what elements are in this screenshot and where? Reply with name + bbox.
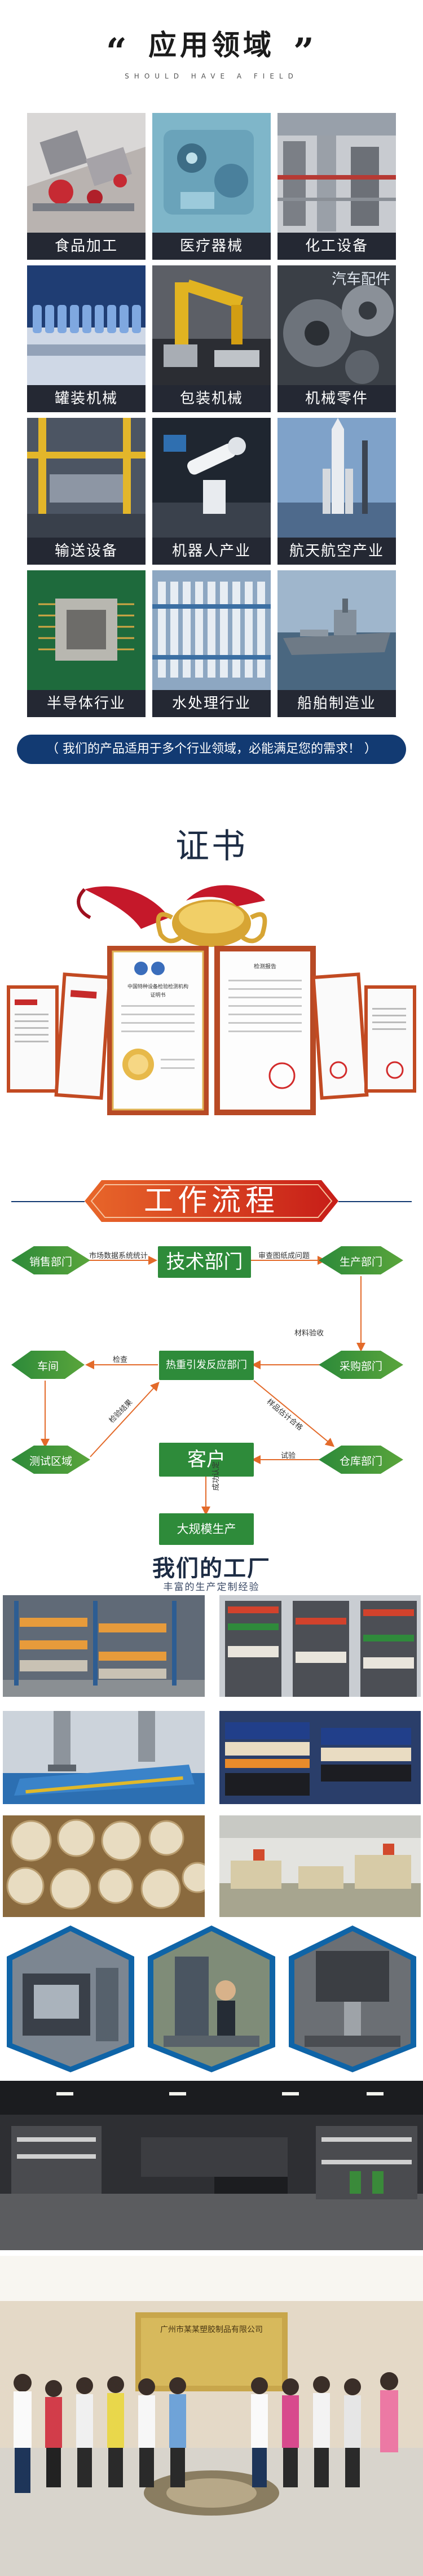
tile-label: 食品加工 <box>27 233 146 260</box>
tile-food-processing: 食品加工 <box>27 113 146 260</box>
flow-node-sales-label: 销售部门 <box>29 1256 72 1268</box>
tile-label: 半导体行业 <box>27 690 146 717</box>
flow-note: 市场数据系统统计 <box>89 1252 148 1260</box>
certificates-title: 证书 <box>175 827 248 866</box>
svg-text:检测报告: 检测报告 <box>254 963 276 970</box>
tile-shipbuilding: 船舶制造业 <box>277 570 396 717</box>
applications-notice: （ 我们的产品适用于多个行业领域，必能满足您的需求！ ） <box>17 735 406 764</box>
factory-photo-machine-1 <box>0 1923 141 2075</box>
flow-node-purchase-label: 采购部门 <box>339 1360 382 1373</box>
tile-aerospace-industry: 航天航空产业 <box>277 418 396 565</box>
factory-photo-team: 广州市某某塑胶制品有限公司 <box>0 2256 423 2576</box>
workflow-arrows <box>41 1256 365 1516</box>
flow-note: 成功认定 <box>212 1461 221 1491</box>
tile-overlay-text: 汽车配件 <box>331 271 390 288</box>
factory-photo-workshop <box>219 1815 421 1917</box>
flow-node-workshop-label: 车间 <box>37 1360 59 1373</box>
factory-photo-showroom <box>0 2081 423 2250</box>
tile-mechanical-parts: 汽车配件 机械零件 <box>277 265 396 412</box>
tile-robot-industry: 机器人产业 <box>152 418 271 565</box>
certificates-display: 中国特种设备检验检测机构 证明书 检测报告 <box>7 885 416 1115</box>
tile-image <box>152 265 271 385</box>
factory-photo-sheets <box>219 1711 421 1804</box>
tile-label: 航天航空产业 <box>277 538 396 565</box>
tile-label: 机器人产业 <box>152 538 271 565</box>
flow-node-workshop <box>11 1351 85 1379</box>
tile-image <box>277 113 396 233</box>
tile-image <box>27 265 146 385</box>
workflow-title: 工作流程 <box>143 1184 279 1218</box>
flow-node-mass-production: 大规模生产 <box>159 1513 254 1545</box>
flow-node-sales <box>11 1246 90 1274</box>
flow-note: 检查 <box>113 1356 128 1364</box>
certificate-frame <box>54 972 112 1100</box>
tile-filling-machinery: 罐装机械 <box>27 265 146 412</box>
flow-node-testing <box>11 1446 90 1474</box>
flow-note: 试验 <box>281 1452 296 1460</box>
certificate-frame: 检测报告 <box>214 946 316 1115</box>
flow-node-purchase <box>319 1351 403 1379</box>
applications-title: 应用领域 <box>148 29 275 62</box>
tile-semiconductor-industry: 半导体行业 <box>27 570 146 717</box>
flow-node-customer: 客户 <box>159 1443 254 1477</box>
tile-label: 输送设备 <box>27 538 146 565</box>
flow-node-hotpress: 热重引发反应部门 <box>159 1351 254 1380</box>
tile-label: 罐装机械 <box>27 385 146 412</box>
tile-conveying-equipment: 输送设备 <box>27 418 146 565</box>
factory-photo-machine-3 <box>282 1923 423 2075</box>
factory-photo-cutting-machine <box>3 1711 205 1804</box>
tile-image <box>277 418 396 538</box>
tile-image: 汽车配件 <box>277 265 396 385</box>
tile-image <box>152 113 271 233</box>
applications-heading: 应用领域 <box>0 23 423 63</box>
tile-label: 机械零件 <box>277 385 396 412</box>
tile-label: 船舶制造业 <box>277 690 396 717</box>
workflow-banner-line <box>11 1201 412 1202</box>
flow-node-production-label: 生产部门 <box>339 1256 382 1268</box>
tile-image <box>152 570 271 690</box>
factory-subtitle: 丰富的生产定制经验 <box>163 1582 260 1593</box>
tile-packaging-machinery: 包装机械 <box>152 265 271 412</box>
factory-photo-shelves <box>219 1595 421 1697</box>
flow-node-tech: 技术部门 <box>158 1246 251 1278</box>
applications-subtitle: SHOULD HAVE A FIELD <box>125 72 298 80</box>
tile-image <box>27 113 146 233</box>
tile-label: 包装机械 <box>152 385 271 412</box>
close-quote: ” <box>293 30 314 73</box>
tile-label: 水处理行业 <box>152 690 271 717</box>
ribbon-icon <box>85 886 169 929</box>
tile-image <box>152 418 271 538</box>
flow-note: 审查图纸成问题 <box>258 1252 310 1260</box>
factory-photo-rods <box>3 1815 205 1917</box>
certificate-frame <box>311 972 369 1100</box>
svg-text:证明书: 证明书 <box>150 992 165 998</box>
flow-node-production <box>319 1246 403 1274</box>
tile-chemical-equipment: 化工设备 <box>277 113 396 260</box>
tile-label: 医疗器械 <box>152 233 271 260</box>
certificate-frame <box>7 985 59 1093</box>
factory-title: 我们的工厂 <box>152 1556 271 1582</box>
tile-image <box>27 570 146 690</box>
tile-medical-devices: 医疗器械 <box>152 113 271 260</box>
factory-photo-machine-2 <box>141 1923 282 2075</box>
flow-node-testing-label: 测试区域 <box>29 1455 72 1468</box>
tile-label: 化工设备 <box>277 233 396 260</box>
flow-node-warehouse-label: 仓库部门 <box>339 1455 382 1468</box>
svg-text:广州市某某塑胶制品有限公司: 广州市某某塑胶制品有限公司 <box>160 2325 263 2334</box>
flow-node-warehouse <box>319 1446 403 1474</box>
tile-image <box>27 418 146 538</box>
factory-photo-warehouse <box>3 1595 205 1697</box>
workflow-banner <box>85 1180 338 1222</box>
svg-text:中国特种设备检验检测机构: 中国特种设备检验检测机构 <box>127 983 188 990</box>
open-quote: “ <box>106 30 127 73</box>
tile-water-treatment: 水处理行业 <box>152 570 271 717</box>
flow-note: 材料验收 <box>294 1329 324 1338</box>
certificate-frame: 中国特种设备检验检测机构 证明书 <box>107 946 209 1115</box>
certificate-frame <box>364 985 416 1093</box>
tile-image <box>277 570 396 690</box>
